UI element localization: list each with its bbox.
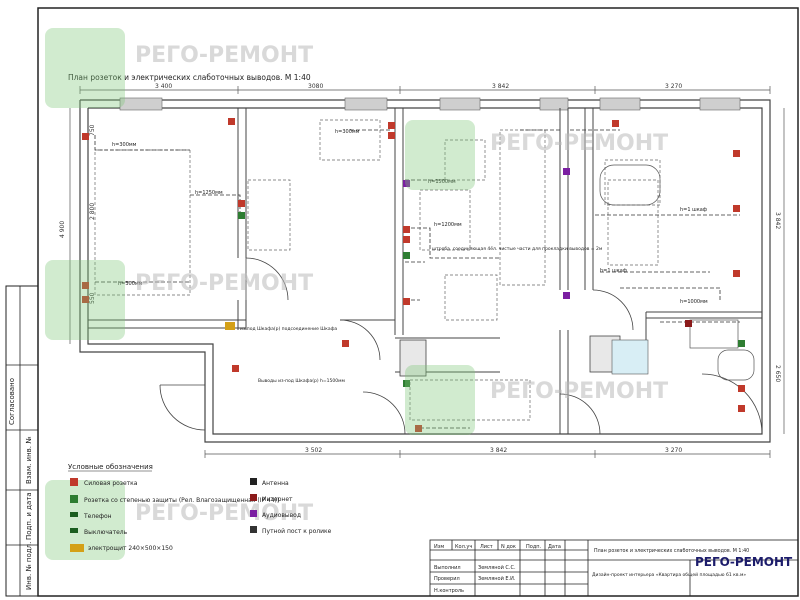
watermark-text-1: РЕГО-РЕМОНТ [135,43,313,68]
tb-row-3-role: Н.контроль [434,588,464,594]
legend-item-6: Антенна [262,480,289,487]
legend-left: Силовая розетка Розетка со степенью защи… [70,478,279,552]
height-5: h=1000мм [680,299,708,305]
tb-row-2-name: Земляной Е.И. [478,575,516,582]
dim-left-1: 4 900 [59,221,66,238]
tb-header-2: Кол.уч [455,544,472,550]
dim-left-4: 550 [89,292,96,304]
tb-header-6: Дата [548,544,561,550]
cable-routes [94,129,740,429]
side-stamp-frame [5,285,39,597]
tb-header-3: Лист [480,544,493,550]
bottom-dimension-chain [204,450,771,458]
height-2: h=1250мм [195,190,223,196]
tb-header-1: Изм [434,544,444,550]
title-block [429,539,799,597]
dim-bottom-3: 3 270 [665,447,682,454]
height-4: h=1200мм [434,222,462,228]
height-8: h=1 шкаф [600,268,627,274]
legend-item-7: Интернет [262,496,293,503]
tb-project: Дизайн-проект интерьера «Квартира общей … [592,571,746,578]
legend-item-4: Выключатель [84,529,128,536]
height-3: h=1500мм [428,179,456,185]
height-1: h=300мм [112,142,137,148]
watermark-logos [45,28,475,560]
shafts [399,335,649,377]
tb-row-2-role: Проверил [434,576,460,582]
height-9: h=1 шкаф [680,207,707,213]
dim-top-4: 3 270 [665,83,682,90]
outer-walls [79,99,771,443]
watermark-text-2: РЕГО-РЕМОНТ [135,271,313,296]
tb-sheet-title: План розеток и электрических слаботочных… [594,548,749,554]
dim-top-3: 3 842 [492,83,509,90]
tb-header-4: N док [501,544,516,550]
watermark-text-3: РЕГО-РЕМОНТ [490,131,668,156]
furniture-outlines [94,119,661,421]
side-stamp-3: Взам. инв. № [25,436,33,484]
side-stamp-4: Согласовано [8,378,16,425]
legend-item-9: Путной пост к ролике [262,528,332,535]
height-6: h=300мм [118,281,143,287]
watermark-text-5: РЕГО-РЕМОНТ [135,501,313,526]
dim-right-1: 3 842 [774,212,781,229]
watermark-text-4: РЕГО-РЕМОНТ [490,379,668,404]
legend-item-2: Розетка со степенью защиты (Рел. Влагоза… [84,497,279,504]
interior-walls [88,108,762,434]
tb-header-5: Подп. [526,544,542,550]
tb-brand-logo: РЕГО-РЕМОНТ [695,555,793,569]
door-swings [159,257,763,435]
side-stamp-2: Подп. и дата [25,492,33,540]
dim-top-1: 3 400 [155,83,172,90]
fixtures [599,164,755,381]
note-vyvody: Выводы из-под Шкафа(р) h=1500мм [258,378,345,384]
side-stamp-1: Инв. № подл. [25,542,33,590]
legend-item-1: Силовая розетка [84,480,138,487]
height-7: h=300мм [335,129,360,135]
dim-top-2: 3080 [308,83,323,90]
dim-bottom-2: 3 842 [490,447,507,454]
note-shkaf: из под Шкафа(р) подсоединение Шкафа [240,326,337,332]
tb-row-1-name: Земляной С.С. [478,564,516,571]
dim-bottom-1: 3 502 [305,447,322,454]
legend-heading: Условные обозначения [68,463,153,471]
power-sockets [82,118,745,432]
plan-title: План розеток и электрических слаботочных… [68,73,311,82]
dim-right-2: 2 650 [774,365,781,382]
legend-item-3: Телефон [83,513,112,520]
note-shtroba: штроба, соединяющая 4ёл. чистые части дл… [432,246,602,252]
legend-right: Антенна Интернет Аудиовывод Путной пост … [250,478,332,535]
tb-row-1-role: Выполнил [434,565,461,571]
windows [119,97,741,111]
legend-item-8: Аудиовывод [262,512,301,519]
dim-left-3: 750 [89,124,96,136]
legend-item-5: электрощит 240×500×150 [88,545,173,552]
top-dimension-chain [79,86,771,94]
dim-left-2: 2 800 [89,203,96,220]
